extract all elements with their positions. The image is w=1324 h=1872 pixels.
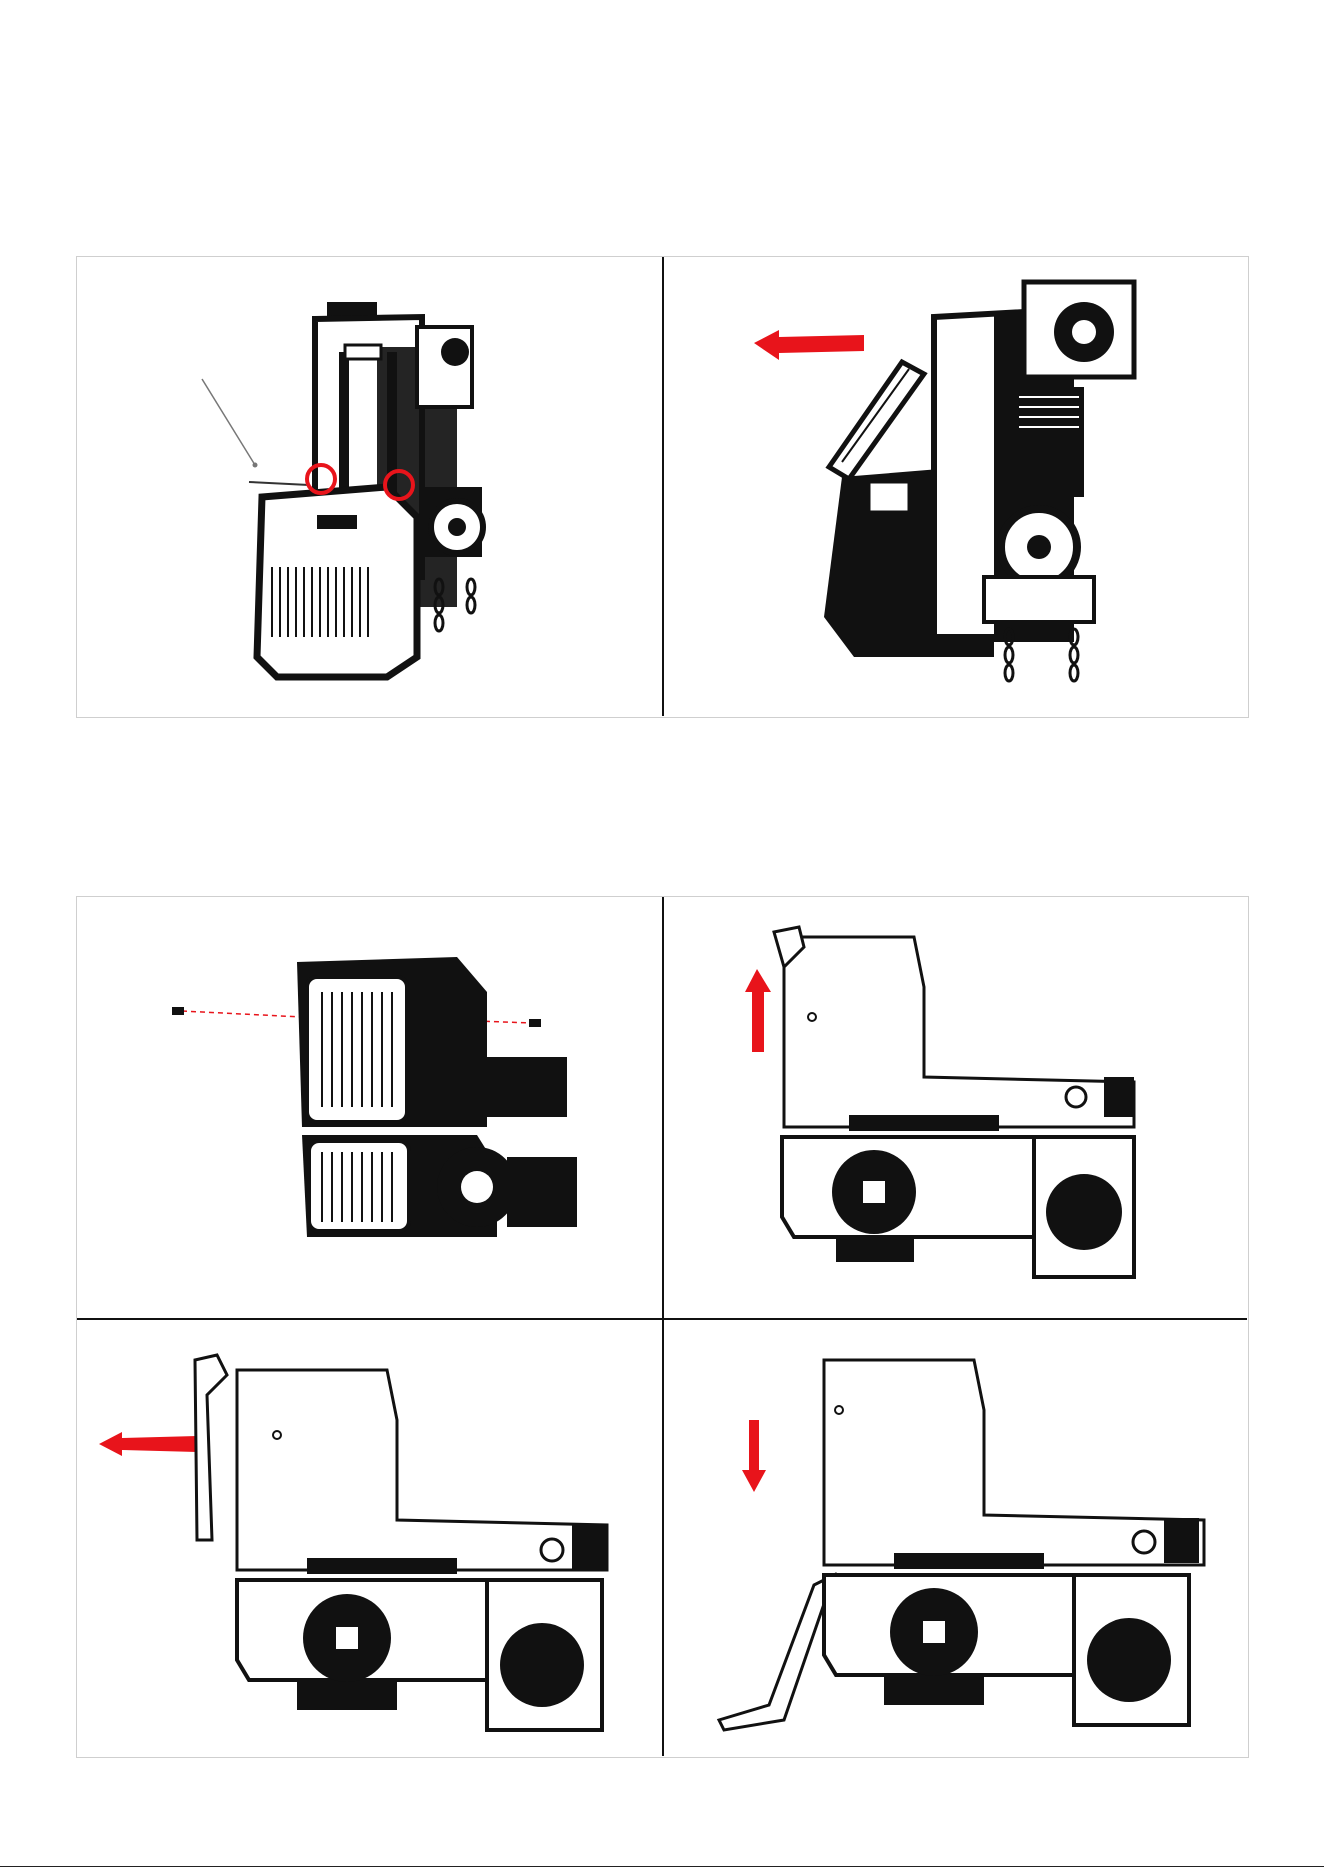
- panel-2d-lower-cover: [664, 1320, 1246, 1755]
- arrow-up-icon: [745, 969, 771, 1052]
- panel-2a-screw-removal: [77, 897, 661, 1317]
- arrow-left-icon: [99, 1432, 197, 1456]
- panel-1b-cover-removal: [664, 257, 1246, 715]
- slide-cover-illustration: [77, 1320, 661, 1755]
- heat-sink: [894, 1553, 1044, 1569]
- pointer-dot: [253, 463, 258, 468]
- panel-1a-motor-front-view: [77, 257, 661, 715]
- cover-lever: [195, 1355, 227, 1540]
- footer-rule: [0, 1866, 1324, 1867]
- screw-removal-illustration: [77, 897, 661, 1317]
- arrow-down-icon: [742, 1420, 766, 1492]
- lift-cover-illustration: [664, 897, 1246, 1317]
- screwdriver-shaft-icon: [249, 482, 309, 485]
- heat-sink: [849, 1115, 999, 1131]
- pointer-line: [202, 379, 255, 465]
- lower-cover-illustration: [664, 1320, 1246, 1755]
- mount-base: [836, 1237, 914, 1262]
- heat-sink: [307, 1558, 457, 1574]
- motor-front-illustration: [77, 257, 661, 715]
- cover-removal-illustration: [664, 257, 1246, 715]
- cover-lever: [719, 1575, 834, 1730]
- panel-2c-slide-cover-out: [77, 1320, 661, 1755]
- mount-base: [884, 1677, 984, 1705]
- arrow-left-icon: [754, 330, 864, 360]
- panel-2b-lift-cover: [664, 897, 1246, 1317]
- mount-base: [297, 1682, 397, 1710]
